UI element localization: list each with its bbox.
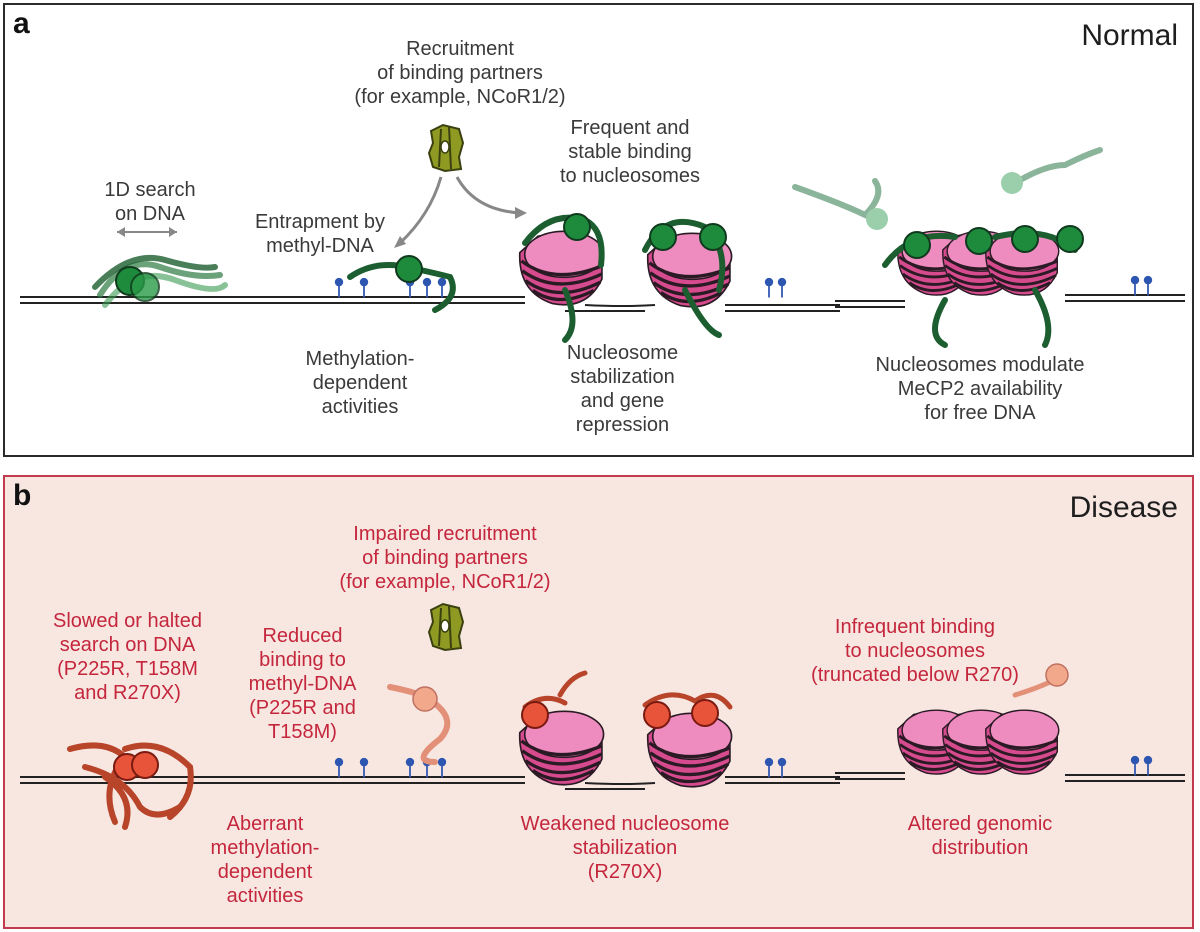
disease-mecp2-domains	[521, 699, 719, 729]
label-1d-search: 1D search on DNA	[104, 179, 196, 225]
panel-a-illustration	[20, 124, 1185, 348]
label-aberrant-activities: Aberrant methylation- dependent activiti…	[210, 813, 320, 907]
released-mecp2	[792, 147, 1103, 230]
recruit-arrows	[398, 176, 521, 245]
panel-b-illustration	[20, 603, 1185, 830]
unbound-mecp2	[387, 684, 451, 765]
ncor-partner-icon	[428, 603, 464, 651]
nucleosome-1	[517, 229, 606, 307]
label-nucleosomes-modulate: Nucleosomes modulate MeCP2 availability …	[875, 354, 1085, 424]
label-infrequent-binding: Infrequent binding to nucleosomes (trunc…	[811, 616, 1019, 686]
label-weakened-stabilization: Weakened nucleosome stabilization (R270X…	[520, 813, 730, 883]
panel-state-label: Disease	[1069, 491, 1178, 524]
label-entrapment: Entrapment by methyl-DNA	[254, 211, 386, 257]
panel-letter: b	[13, 479, 32, 512]
label-slowed-search: Slowed or halted search on DNA (P225R, T…	[53, 610, 202, 704]
search-arrow-icon	[117, 227, 177, 237]
mecp2-domains	[563, 213, 1084, 259]
panel-state-label: Normal	[1081, 19, 1178, 52]
label-impaired-recruitment: Impaired recruitment of binding partners…	[339, 523, 551, 593]
panel-b-disease: b Disease Impaired recruitment of bindin…	[3, 475, 1194, 929]
label-frequent-binding: Frequent and stable binding to nucleosom…	[559, 117, 701, 187]
label-methylation-activities: Methylation- dependent activities	[305, 348, 415, 418]
entrapped-mecp2	[347, 255, 456, 313]
free-truncated-mecp2	[1012, 663, 1069, 698]
label-altered-distribution: Altered genomic distribution	[907, 813, 1053, 859]
dna-strand	[20, 772, 1185, 790]
label-nucleosome-stabilization: Nucleosome stabilization and gene repres…	[566, 342, 679, 436]
label-reduced-binding: Reduced binding to methyl-DNA (P225R and…	[248, 625, 357, 743]
label-recruitment: Recruitment of binding partners (for exa…	[354, 38, 566, 108]
halted-mecp2	[67, 742, 194, 830]
panel-a-normal: a Normal 1D search on DNA Recruitment of…	[3, 3, 1194, 457]
panel-letter: a	[13, 7, 30, 40]
searching-mecp2	[92, 254, 228, 308]
dna-strand	[20, 294, 1185, 312]
ncor-partner-icon	[428, 124, 464, 172]
